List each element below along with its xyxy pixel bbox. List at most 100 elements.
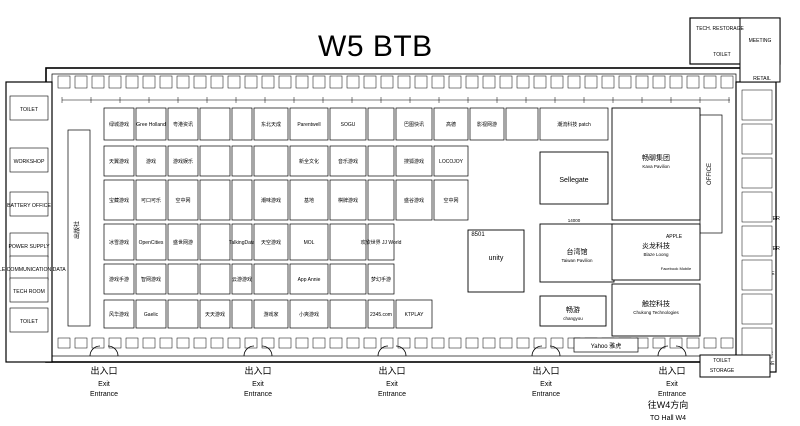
booth (103, 107, 135, 141)
booth-label: Sellegate (559, 177, 588, 184)
booth (167, 263, 199, 295)
bottom-bay (652, 337, 666, 349)
door-arc (261, 345, 273, 357)
right-top-tower (739, 17, 781, 83)
top-bay (380, 75, 394, 89)
door-arc (377, 345, 389, 357)
top-bay (652, 75, 666, 89)
booth-label: 高德 (446, 121, 456, 128)
left-room-label: BATTERY OFFICE (7, 203, 51, 209)
left-room-label: TECH ROOM (13, 289, 45, 295)
booth (367, 179, 395, 221)
right-room (741, 293, 773, 325)
top-bay (720, 75, 734, 89)
booth-label: 天翼游戏 (109, 158, 129, 165)
booth-label: 风华游戏 (109, 311, 129, 318)
booth-label: 音乐游戏 (338, 158, 358, 165)
bottom-bay (414, 337, 428, 349)
bottom-bay (482, 337, 496, 349)
booth-label: 东北天成 (261, 121, 281, 128)
bottom-bay (465, 337, 479, 349)
booth-label: changyou (563, 316, 583, 321)
right-room (741, 157, 773, 189)
top-bay (686, 75, 700, 89)
bottom-bay (91, 337, 105, 349)
right-bottom-block (699, 354, 771, 378)
right-room (741, 123, 773, 155)
booth (231, 263, 253, 295)
booth (253, 299, 289, 329)
booth-label: 畅聊集团 (642, 153, 670, 162)
booth-label: SOGU (341, 122, 356, 128)
booth (329, 223, 367, 261)
exit-direction-cn: 往W4方向 (648, 399, 689, 410)
bottom-bay (57, 337, 71, 349)
exit-label-cn: 出入口 (90, 365, 117, 376)
booth (253, 223, 289, 261)
top-bay (516, 75, 530, 89)
booth-label: 2345.com (370, 312, 392, 318)
exit-label-en: Entrance (658, 391, 686, 398)
top-bay (57, 75, 71, 89)
top-bay (414, 75, 428, 89)
booth-label: LOCOJOY (439, 159, 464, 165)
bottom-bay (278, 337, 292, 349)
booth (329, 263, 367, 295)
bottom-bay (74, 337, 88, 349)
right-room-label: TOILET (713, 358, 730, 364)
right-room (741, 259, 773, 291)
top-bay (176, 75, 190, 89)
exit-label-cn: 出入口 (378, 365, 405, 376)
booth (135, 179, 167, 221)
top-bay (431, 75, 445, 89)
booth (103, 223, 135, 261)
booth (103, 145, 135, 177)
top-bay (329, 75, 343, 89)
booth (289, 299, 329, 329)
booth-label: 游戏家 (263, 311, 278, 318)
door-arc (89, 345, 101, 357)
booth (367, 107, 395, 141)
booth (539, 107, 609, 141)
bottom-bay (346, 337, 360, 349)
booth (199, 263, 231, 295)
exit-label-en: Exit (98, 381, 110, 388)
booth-label: 炎龙科技 (642, 241, 670, 250)
exit-label-en: Entrance (378, 391, 406, 398)
booth (505, 107, 539, 141)
bottom-bay (516, 337, 530, 349)
booth-label: Parentwell (297, 122, 320, 128)
right-room-label: TECH. RESTORAGE (696, 26, 744, 32)
booth (367, 263, 395, 295)
exit-label-en: Exit (252, 381, 264, 388)
bottom-bay (159, 337, 173, 349)
top-bay (618, 75, 632, 89)
bottom-bay (499, 337, 513, 349)
booth-label: KTPLAY (405, 312, 424, 318)
booth (433, 145, 469, 177)
booth-label: Facebook Mobile (661, 266, 692, 271)
bottom-bay (669, 337, 683, 349)
top-bay (261, 75, 275, 89)
right-room (741, 327, 773, 359)
booth-label: 小爽游戏 (299, 311, 319, 318)
top-bay (567, 75, 581, 89)
booth-label: 空中网 (443, 197, 458, 204)
booth (103, 263, 135, 295)
left-room (9, 232, 49, 258)
booth (329, 145, 367, 177)
left-room-label: TELE COMMUNICATION DATA (0, 267, 66, 273)
booth (167, 299, 199, 329)
booth (135, 223, 167, 261)
left-room (9, 307, 49, 333)
booth (289, 223, 329, 261)
booth (367, 145, 395, 177)
bottom-bay (244, 337, 258, 349)
booth (103, 299, 135, 329)
booth (231, 299, 253, 329)
right-room-label: MEETING (749, 38, 772, 44)
booth-label: Yahoo 雅虎 (591, 342, 622, 350)
hall-title: W5 BTB (318, 30, 433, 63)
exit-direction-en: TO Hall W4 (650, 415, 686, 422)
